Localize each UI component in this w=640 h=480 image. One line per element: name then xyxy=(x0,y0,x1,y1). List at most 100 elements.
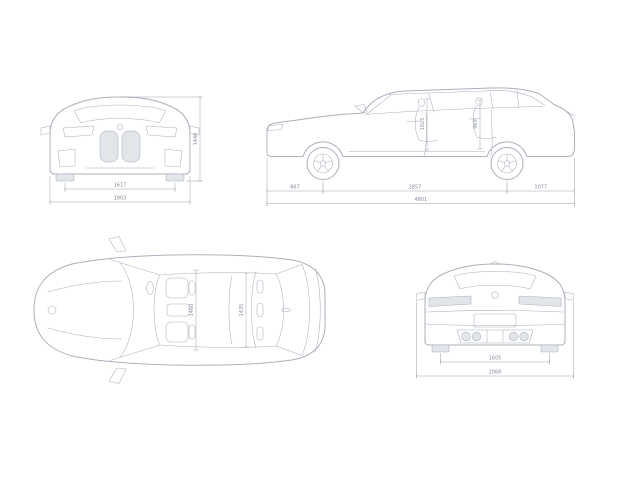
front-view-car xyxy=(40,96,200,182)
b-pillar xyxy=(428,93,435,113)
top-view-car xyxy=(33,236,326,384)
dim-label-track-rear: 1605 xyxy=(489,356,502,362)
front-wheel-spokes xyxy=(313,154,333,172)
bmw-roundel-icon xyxy=(116,123,124,131)
interior-seats xyxy=(414,97,497,142)
d-pillar-divider xyxy=(516,89,520,109)
side-view-dimension-lines xyxy=(266,98,575,207)
rear-door-cut xyxy=(490,109,493,157)
exhaust-pipe xyxy=(461,331,471,342)
dim-label-interior-width-front: 1460 xyxy=(189,304,195,317)
hood-creases xyxy=(47,280,123,340)
dim-label-interior-height-rear: 969 xyxy=(473,119,479,129)
height-dim-line xyxy=(197,96,203,182)
interior-width-rear-dim xyxy=(243,272,249,348)
antenna-fin xyxy=(281,307,291,313)
car-plan-outline xyxy=(33,254,326,366)
right-intake xyxy=(164,148,183,168)
side-view-car xyxy=(266,87,575,180)
dim-label-overall-length: 4801 xyxy=(414,197,427,203)
front-left-wheel xyxy=(55,173,75,182)
driver-seat-headrest xyxy=(188,280,196,296)
roof-front-edge xyxy=(153,274,161,346)
driver-seat-cushion xyxy=(165,277,189,299)
front-door-cut xyxy=(423,112,427,157)
windshield-base xyxy=(119,262,134,358)
side-view: 1025 969 867 2857 1077 4801 xyxy=(266,87,575,207)
tailgate-crease xyxy=(426,310,564,313)
rear-wheel xyxy=(490,147,524,180)
rear-bench xyxy=(228,271,264,349)
rear-window-base xyxy=(275,273,284,347)
interior-height-front-dim xyxy=(424,98,430,151)
width-dim-line xyxy=(416,373,574,379)
dim-label-width-incl-mirrors: 2068 xyxy=(489,370,502,376)
exhaust-pipe xyxy=(519,331,529,342)
front-wheel xyxy=(306,147,340,180)
door-handles xyxy=(406,118,482,122)
rear-bench-cushion-edge xyxy=(228,275,233,345)
dim-label-rear-overhang: 1077 xyxy=(534,185,547,191)
left-headlight xyxy=(62,125,95,138)
diffuser xyxy=(456,329,534,344)
interior-height-rear-dim xyxy=(477,99,483,150)
bmw-roundel-icon xyxy=(491,291,499,299)
width-dim-line xyxy=(49,199,191,205)
right-mirror xyxy=(189,125,200,136)
a-pillar-right xyxy=(109,344,161,361)
rear-window-top xyxy=(301,264,310,356)
dim-label-overall-height: 1446 xyxy=(193,133,199,146)
dim-label-overall-width: 1903 xyxy=(114,196,127,202)
a-pillar xyxy=(366,94,392,115)
right-headlight xyxy=(145,125,178,138)
left-mirror xyxy=(108,236,127,253)
top-view-dimension-lines xyxy=(193,269,249,351)
glasshouse-top xyxy=(388,90,546,106)
front-seat xyxy=(414,106,438,142)
passenger-seat-cushion xyxy=(165,321,189,343)
front-view-dimension-lines xyxy=(49,96,203,205)
overhang-wheelbase-dim-line xyxy=(266,188,575,194)
c-pillar xyxy=(489,90,494,110)
rear-view-dimension-lines xyxy=(416,302,574,379)
dim-label-interior-width-rear: 1435 xyxy=(239,304,245,317)
right-mirror xyxy=(564,291,574,301)
left-mirror xyxy=(40,125,51,136)
rear-view-car xyxy=(416,261,574,353)
rear-view: 1605 2068 xyxy=(416,261,574,379)
overall-length-dim-line xyxy=(266,201,575,206)
rear-headrest-right xyxy=(256,326,264,341)
top-view: 1460 1435 xyxy=(33,236,326,384)
windshield xyxy=(73,104,167,124)
passenger-seat-headrest xyxy=(188,324,196,340)
extension-lines xyxy=(416,302,574,378)
car-upper-outline xyxy=(266,87,575,145)
rear-window xyxy=(453,271,537,290)
tailgate-edge xyxy=(314,267,321,353)
roof-side-edges xyxy=(159,272,277,348)
track-dim-line xyxy=(64,186,176,192)
dim-label-front-overhang: 867 xyxy=(290,185,300,191)
car-body-outline xyxy=(424,263,566,346)
car-lower-outline xyxy=(266,141,575,157)
dim-label-track-front: 1617 xyxy=(114,183,127,189)
d-pillars xyxy=(275,264,303,356)
extension-lines xyxy=(266,158,575,207)
right-taillight xyxy=(518,295,562,307)
car-body-outline xyxy=(49,96,191,175)
side-mirror xyxy=(354,104,368,114)
belt-line xyxy=(364,106,544,115)
rear-headrest-center xyxy=(256,303,264,317)
front-right-wheel xyxy=(165,173,185,182)
taillight xyxy=(565,110,575,117)
left-intake xyxy=(57,148,76,168)
license-plate xyxy=(473,313,517,328)
headlight xyxy=(267,123,284,131)
left-taillight xyxy=(428,295,472,307)
track-dim-line xyxy=(440,359,550,365)
a-pillar-left xyxy=(109,259,161,276)
kidney-grille-left xyxy=(99,130,119,163)
dim-label-wheelbase: 2857 xyxy=(409,185,422,191)
front-seat-headrest xyxy=(418,98,425,107)
